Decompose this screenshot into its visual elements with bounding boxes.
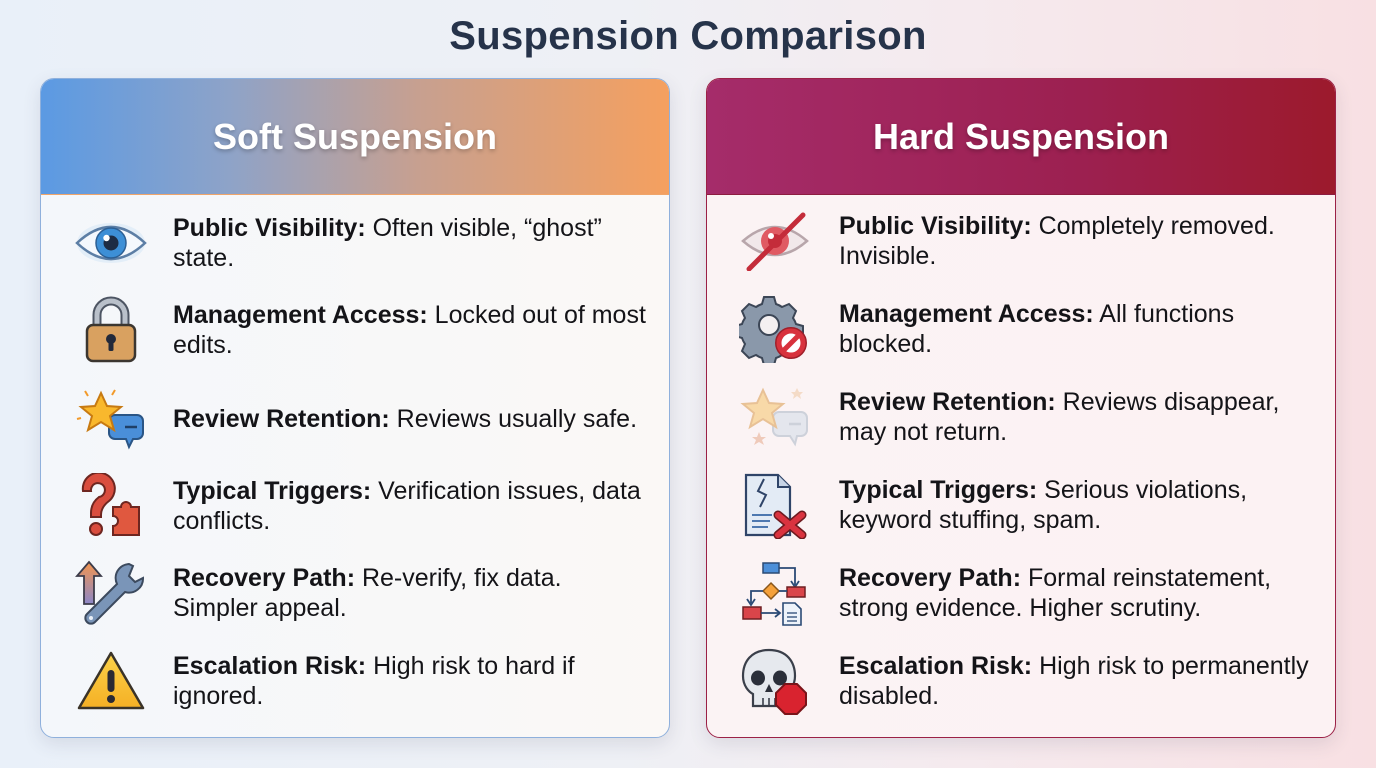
- row-description: Often visible, “ghost” state.: [173, 214, 602, 272]
- padlock-icon: [73, 292, 149, 368]
- soft-suspension-header: Soft Suspension: [41, 79, 669, 195]
- soft-row-text: Recovery Path: Re-verify, fix data. Simp…: [173, 563, 649, 623]
- row-description: Completely removed. Invisible.: [839, 212, 1275, 270]
- hard-row-escalation-risk: Escalation Risk: High risk to permanentl…: [707, 641, 1335, 721]
- row-description: Re-verify, fix data. Simpler appeal.: [173, 564, 562, 622]
- warning-triangle-icon: [73, 643, 149, 719]
- row-label: Typical Triggers:: [839, 476, 1038, 504]
- row-label: Escalation Risk:: [173, 652, 367, 680]
- row-label: Management Access:: [839, 300, 1094, 328]
- hard-row-text: Escalation Risk: High risk to permanentl…: [839, 651, 1315, 711]
- eye-slash-icon: [737, 203, 813, 279]
- row-description: Serious violations, keyword stuffing, sp…: [839, 476, 1248, 534]
- broken-document-x-icon: [737, 467, 813, 543]
- row-label: Review Retention:: [173, 405, 390, 433]
- row-label: Public Visibility:: [173, 214, 366, 242]
- soft-row-text: Public Visibility: Often visible, “ghost…: [173, 213, 649, 273]
- soft-row-text: Management Access: Locked out of most ed…: [173, 300, 649, 360]
- soft-row-escalation-risk: Escalation Risk: High risk to hard if ig…: [41, 641, 669, 721]
- soft-row-public-visibility: Public Visibility: Often visible, “ghost…: [41, 203, 669, 283]
- soft-row-review-retention: Review Retention: Reviews usually safe.: [41, 379, 669, 459]
- skull-stop-icon: [737, 643, 813, 719]
- hard-suspension-panel: Hard Suspension Public Visibility: Compl…: [706, 78, 1336, 738]
- hard-row-text: Review Retention: Reviews disappear, may…: [839, 387, 1315, 447]
- hard-suspension-header: Hard Suspension: [707, 79, 1335, 195]
- hard-row-public-visibility: Public Visibility: Completely removed. I…: [707, 201, 1335, 281]
- hard-row-review-retention: Review Retention: Reviews disappear, may…: [707, 377, 1335, 457]
- row-label: Escalation Risk:: [839, 652, 1033, 680]
- soft-row-text: Review Retention: Reviews usually safe.: [173, 404, 649, 434]
- row-description: Reviews usually safe.: [389, 405, 638, 433]
- row-label: Management Access:: [173, 301, 428, 329]
- hard-row-text: Management Access: All functions blocked…: [839, 299, 1315, 359]
- soft-row-typical-triggers: Typical Triggers: Verification issues, d…: [41, 466, 669, 546]
- question-puzzle-icon: [73, 468, 149, 544]
- row-label: Typical Triggers:: [173, 477, 372, 505]
- hard-row-text: Typical Triggers: Serious violations, ke…: [839, 475, 1315, 535]
- row-description: High risk to permanently disabled.: [839, 652, 1309, 710]
- soft-suspension-panel: Soft Suspension Public Visibility: Often…: [40, 78, 670, 738]
- row-label: Public Visibility:: [839, 212, 1032, 240]
- row-description: Locked out of most edits.: [173, 301, 646, 359]
- soft-row-text: Escalation Risk: High risk to hard if ig…: [173, 651, 649, 711]
- hard-row-text: Recovery Path: Formal reinstatement, str…: [839, 563, 1315, 623]
- row-description: Formal reinstatement, strong evidence. H…: [839, 564, 1272, 622]
- row-description: Verification issues, data conflicts.: [173, 477, 641, 535]
- gear-blocked-icon: [737, 291, 813, 367]
- hard-row-text: Public Visibility: Completely removed. I…: [839, 211, 1315, 271]
- hard-row-management-access: Management Access: All functions blocked…: [707, 289, 1335, 369]
- flowchart-icon: [737, 555, 813, 631]
- row-label: Recovery Path:: [839, 564, 1022, 592]
- page-title: Suspension Comparison: [449, 14, 927, 58]
- soft-row-text: Typical Triggers: Verification issues, d…: [173, 476, 649, 536]
- faded-star-review-icon: [737, 379, 813, 455]
- soft-row-management-access: Management Access: Locked out of most ed…: [41, 290, 669, 370]
- star-review-icon: [73, 381, 149, 457]
- hard-row-typical-triggers: Typical Triggers: Serious violations, ke…: [707, 465, 1335, 545]
- row-description: High risk to hard if ignored.: [173, 652, 575, 710]
- row-label: Review Retention:: [839, 388, 1056, 416]
- row-label: Recovery Path:: [173, 564, 356, 592]
- soft-row-recovery-path: Recovery Path: Re-verify, fix data. Simp…: [41, 553, 669, 633]
- hard-row-recovery-path: Recovery Path: Formal reinstatement, str…: [707, 553, 1335, 633]
- row-description: All functions blocked.: [839, 300, 1235, 358]
- arrow-wrench-icon: [73, 555, 149, 631]
- row-description: Reviews disappear, may not return.: [839, 388, 1280, 446]
- eye-icon: [73, 205, 149, 281]
